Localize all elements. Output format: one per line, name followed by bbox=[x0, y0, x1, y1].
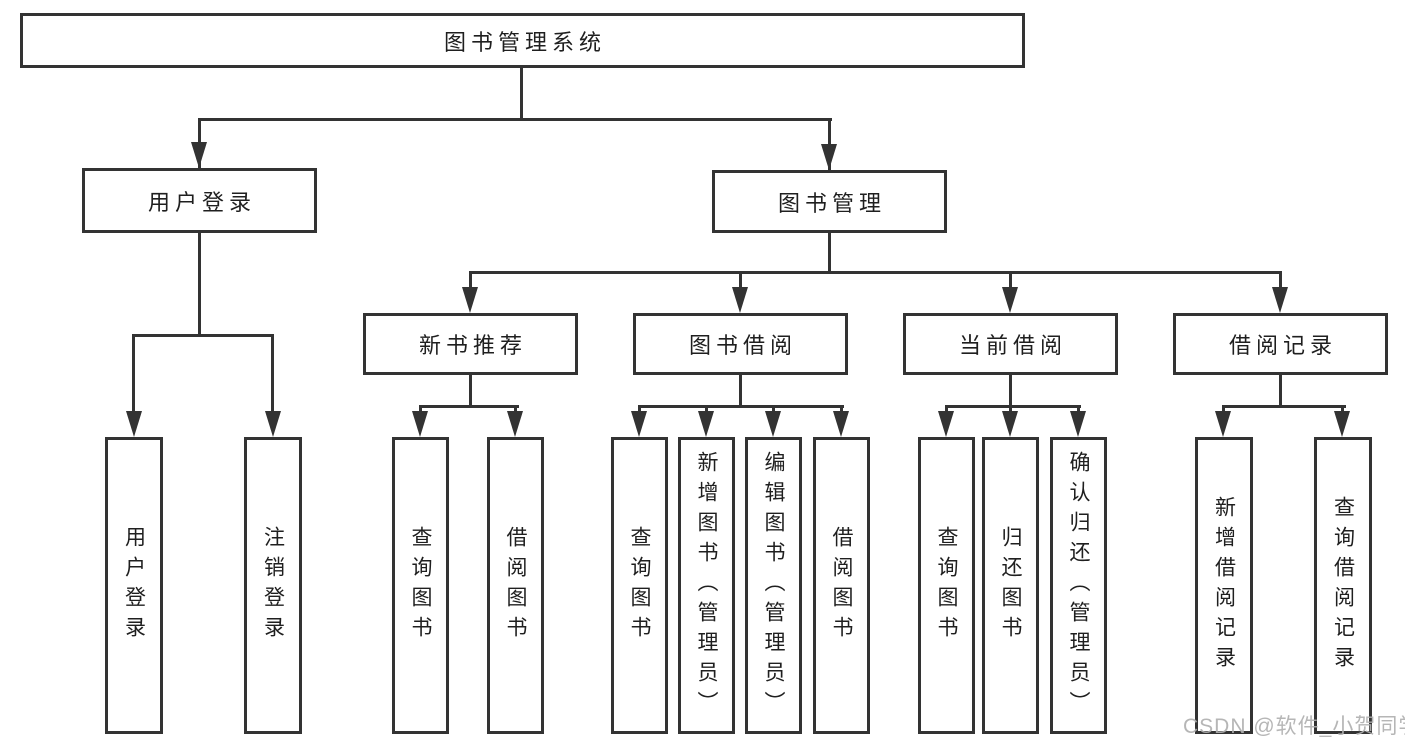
arrowhead-down bbox=[1070, 411, 1086, 437]
node-label: 当前借阅 bbox=[958, 333, 1067, 358]
arrowhead-down bbox=[698, 411, 714, 437]
connector-vline bbox=[739, 372, 742, 408]
node-label: 编辑图书（管理员） bbox=[762, 450, 785, 721]
connector-hline bbox=[198, 118, 832, 121]
arrowhead-down bbox=[833, 411, 849, 437]
csdn-watermark: CSDN @软件_小贺同学 bbox=[1183, 715, 1405, 738]
node-label: 查询图书 bbox=[409, 525, 432, 646]
connector-vline bbox=[1279, 271, 1282, 293]
connector-vline bbox=[1009, 372, 1012, 408]
connector-vline bbox=[132, 334, 135, 412]
arrowhead-down bbox=[821, 144, 837, 170]
node-newbook-borrow-books: 借阅图书 bbox=[487, 437, 544, 734]
connector-vline bbox=[1222, 405, 1225, 414]
connector-vline bbox=[1077, 405, 1080, 414]
node-label: 用户登录 bbox=[147, 189, 256, 215]
node-label: 注销登录 bbox=[261, 525, 285, 646]
connector-vline bbox=[739, 271, 742, 293]
arrowhead-down bbox=[126, 411, 142, 437]
node-library-management-system: 图书管理系统 bbox=[20, 13, 1025, 68]
node-borrowing-add-books-admin: 新增图书（管理员） bbox=[678, 437, 735, 734]
connector-hline bbox=[132, 334, 274, 337]
node-label: 新增借阅记录 bbox=[1212, 495, 1236, 676]
node-label: 查询借阅记录 bbox=[1331, 495, 1355, 676]
node-label: 借阅图书 bbox=[504, 525, 527, 646]
connector-vline bbox=[469, 372, 472, 408]
arrowhead-down bbox=[1002, 287, 1018, 313]
node-label: 归还图书 bbox=[999, 525, 1022, 646]
node-label: 用户登录 bbox=[122, 525, 146, 646]
connector-vline bbox=[1009, 405, 1012, 414]
node-label: 图书管理系统 bbox=[443, 29, 606, 55]
connector-hline bbox=[469, 271, 1282, 274]
connector-vline bbox=[271, 334, 274, 412]
node-label: 确认归还（管理员） bbox=[1067, 450, 1090, 721]
connector-vline bbox=[638, 405, 641, 414]
connector-hline bbox=[419, 405, 519, 408]
node-book-borrowing: 图书借阅 bbox=[633, 313, 848, 375]
node-label: 图书借阅 bbox=[688, 333, 797, 358]
arrowhead-down bbox=[1334, 411, 1350, 437]
arrowhead-down bbox=[507, 411, 523, 437]
connector-vline bbox=[1341, 405, 1344, 414]
node-borrowing-query-books: 查询图书 bbox=[611, 437, 668, 734]
arrowhead-down bbox=[732, 287, 748, 313]
connector-vline bbox=[1009, 271, 1012, 293]
node-user-login-leaf: 用户登录 bbox=[105, 437, 163, 734]
connector-vline bbox=[419, 405, 422, 414]
node-current-query-books: 查询图书 bbox=[918, 437, 975, 734]
connector-vline bbox=[198, 230, 201, 337]
node-label: 新书推荐 bbox=[418, 333, 527, 358]
connector-vline bbox=[945, 405, 948, 414]
connector-vline bbox=[514, 405, 517, 414]
arrowhead-down bbox=[631, 411, 647, 437]
node-newbook-query-books: 查询图书 bbox=[392, 437, 449, 734]
node-label: 图书管理 bbox=[777, 190, 886, 216]
arrowhead-down bbox=[1215, 411, 1231, 437]
connector-hline bbox=[945, 405, 1081, 408]
connector-hline bbox=[1222, 405, 1346, 408]
arrowhead-down bbox=[938, 411, 954, 437]
node-borrowing-edit-books-admin: 编辑图书（管理员） bbox=[745, 437, 802, 734]
node-user-login: 用户登录 bbox=[82, 168, 317, 233]
arrowhead-down bbox=[412, 411, 428, 437]
node-label: 借阅图书 bbox=[830, 525, 853, 646]
node-current-borrowing: 当前借阅 bbox=[903, 313, 1118, 375]
node-label: 借阅记录 bbox=[1228, 333, 1337, 358]
connector-vline bbox=[520, 65, 523, 121]
arrowhead-down bbox=[265, 411, 281, 437]
node-borrowing-records: 借阅记录 bbox=[1173, 313, 1388, 375]
arrowhead-down bbox=[765, 411, 781, 437]
connector-vline bbox=[1279, 372, 1282, 408]
connector-vline bbox=[772, 405, 775, 414]
connector-vline bbox=[705, 405, 708, 414]
node-records-query-borrow-record: 查询借阅记录 bbox=[1314, 437, 1372, 734]
node-borrowing-borrow-books: 借阅图书 bbox=[813, 437, 870, 734]
node-current-confirm-return-admin: 确认归还（管理员） bbox=[1050, 437, 1107, 734]
node-label: 查询图书 bbox=[628, 525, 651, 646]
node-records-add-borrow-record: 新增借阅记录 bbox=[1195, 437, 1253, 734]
connector-vline bbox=[840, 405, 843, 414]
node-book-management: 图书管理 bbox=[712, 170, 947, 233]
node-label: 新增图书（管理员） bbox=[695, 450, 718, 721]
arrowhead-down bbox=[191, 142, 207, 168]
connector-vline bbox=[469, 271, 472, 293]
node-logout: 注销登录 bbox=[244, 437, 302, 734]
node-current-return-books: 归还图书 bbox=[982, 437, 1039, 734]
connector-hline bbox=[638, 405, 844, 408]
node-label: 查询图书 bbox=[935, 525, 958, 646]
arrowhead-down bbox=[462, 287, 478, 313]
node-new-book-recommendation: 新书推荐 bbox=[363, 313, 578, 375]
arrowhead-down bbox=[1002, 411, 1018, 437]
connector-vline bbox=[828, 230, 831, 274]
arrowhead-down bbox=[1272, 287, 1288, 313]
